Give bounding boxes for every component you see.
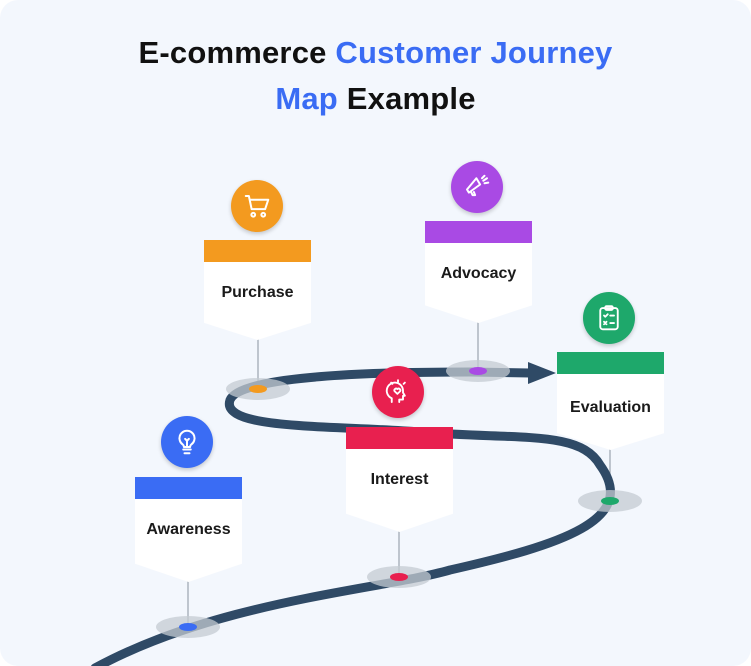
purchase-panel [204,262,311,340]
evaluation-panel [557,374,664,450]
advocacy-banner [425,221,532,243]
interest-marker [367,566,431,588]
megaphone-icon [451,161,503,213]
shopping-cart-icon [231,180,283,232]
stage-awareness: Awareness [135,477,242,582]
awareness-label: Awareness [146,521,231,538]
title-part-4: Example [337,81,476,116]
title-part-1: E-commerce [138,35,336,70]
title-part-2: Customer Journey [335,35,613,70]
awareness-banner [135,477,242,499]
interest-banner [346,427,453,449]
awareness-panel [135,499,242,582]
interest-panel [346,449,453,532]
advocacy-panel [425,243,532,323]
evaluation-label: Evaluation [570,399,651,416]
page-title: E-commerce Customer Journey Map Example [0,30,751,122]
awareness-marker [156,616,220,638]
purchase-marker [226,378,290,400]
evaluation-banner [557,352,664,374]
advocacy-marker [446,360,510,382]
heart-head-icon [372,366,424,418]
lightbulb-icon [161,416,213,468]
purchase-label: Purchase [221,284,294,301]
advocacy-label: Advocacy [440,265,517,282]
road-arrowhead [528,362,556,384]
interest-label: Interest [370,471,429,488]
clipboard-checklist-icon [583,292,635,344]
stage-purchase: Purchase [204,240,311,340]
title-part-3: Map [275,81,338,116]
stage-advocacy: Advocacy [425,221,532,323]
stage-evaluation: Evaluation [557,352,664,450]
purchase-banner [204,240,311,262]
stage-interest: Interest [346,427,453,532]
evaluation-marker [578,490,642,512]
